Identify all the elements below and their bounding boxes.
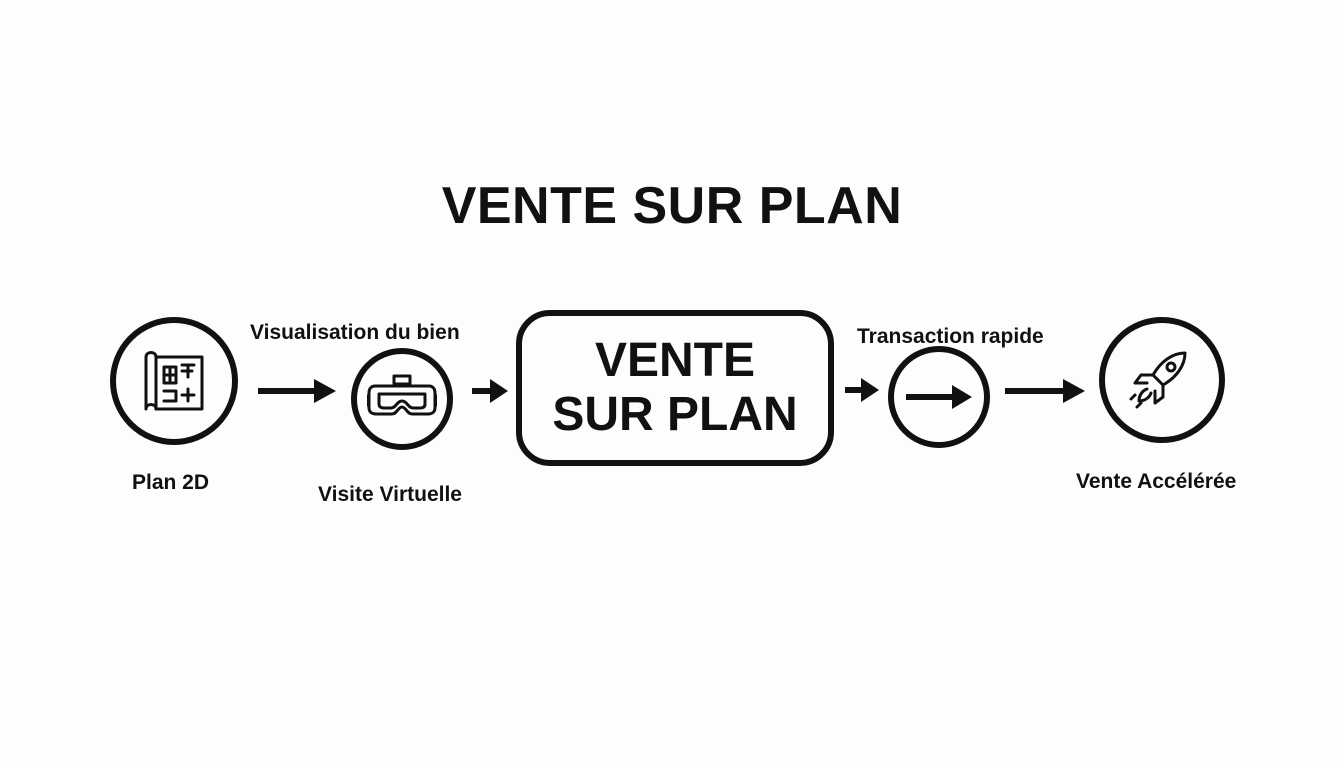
node-vente-acceleree xyxy=(1099,317,1225,443)
page-title: VENTE SUR PLAN xyxy=(441,177,903,235)
arrow-2 xyxy=(472,379,508,403)
center-node-vente-sur-plan: VENTE SUR PLAN xyxy=(516,310,834,466)
arrow-right-icon xyxy=(906,385,972,409)
rocket-icon xyxy=(1129,351,1187,409)
node-plan-2d xyxy=(110,317,238,445)
center-line-2: SUR PLAN xyxy=(552,388,798,441)
center-line-1: VENTE xyxy=(594,334,756,387)
node-label-vente-acceleree: Vente Accélérée xyxy=(1076,470,1237,493)
arrow-4 xyxy=(1005,379,1085,403)
node-label-visite-virtuelle: Visite Virtuelle xyxy=(318,483,462,506)
arrow-3 xyxy=(845,378,879,402)
vr-headset-icon xyxy=(367,374,437,416)
node-transaction xyxy=(888,346,990,448)
node-label-plan-2d: Plan 2D xyxy=(132,471,210,494)
edge-label-visualisation: Visualisation du bien xyxy=(250,321,460,344)
edge-label-transaction: Transaction rapide xyxy=(857,325,1044,348)
node-visite-virtuelle xyxy=(351,348,453,450)
blueprint-icon xyxy=(144,351,204,411)
arrow-1 xyxy=(258,379,336,403)
